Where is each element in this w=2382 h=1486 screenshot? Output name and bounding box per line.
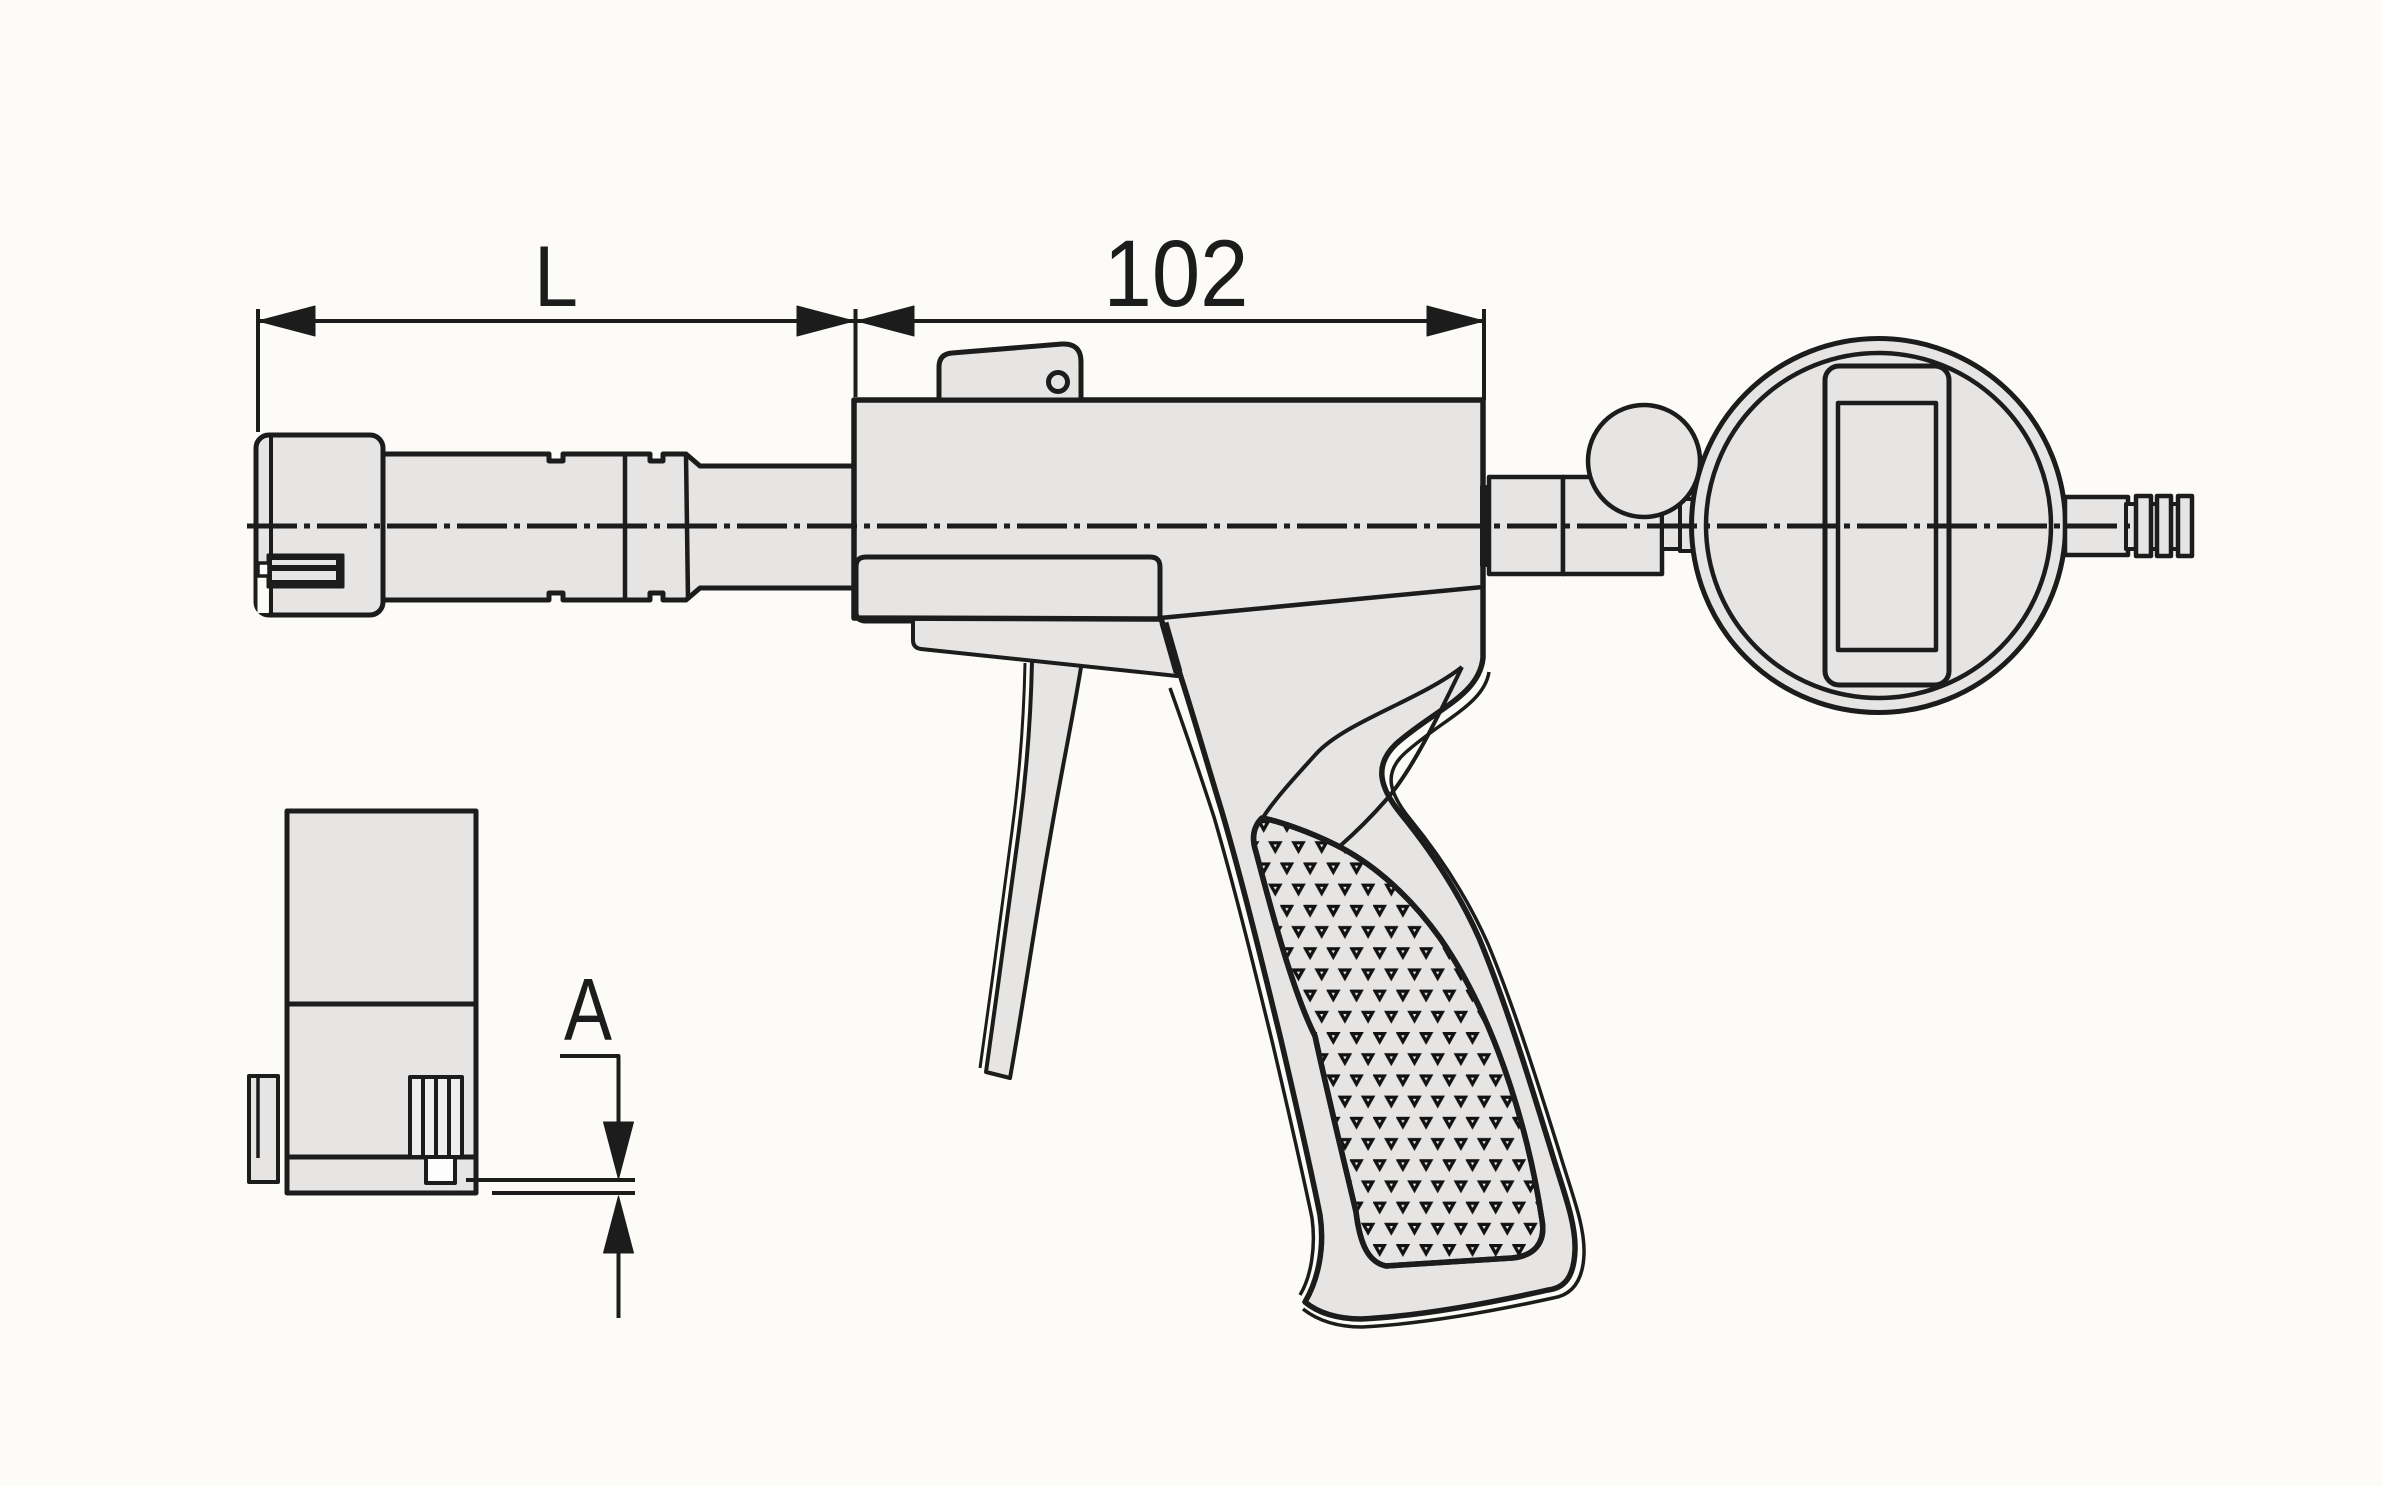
svg-text:A: A [564, 960, 612, 1059]
svg-text:L: L [534, 229, 578, 325]
svg-text:102: 102 [1104, 221, 1249, 327]
